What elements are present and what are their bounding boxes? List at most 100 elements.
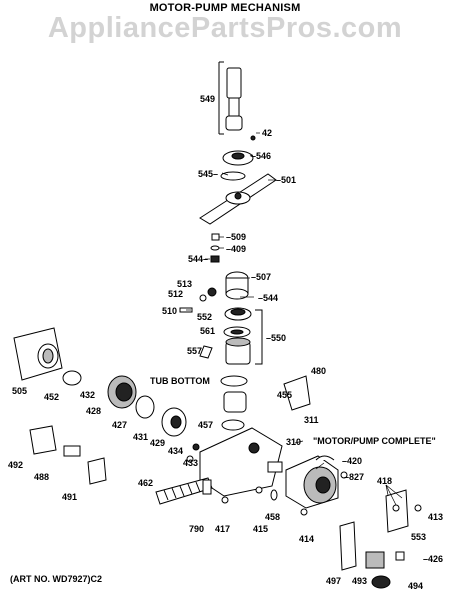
motor — [285, 455, 339, 509]
part-480-cover — [283, 375, 311, 411]
part-497-mount — [339, 521, 357, 571]
part-512-washer — [199, 294, 207, 302]
callout-488: 488 — [34, 472, 50, 482]
callout-455: 455 — [277, 390, 293, 400]
callout-420: –420 — [342, 456, 363, 466]
part-550-filter — [225, 309, 263, 365]
part-507-housing — [225, 271, 249, 300]
motor-pump-body — [199, 427, 283, 497]
callout-310: 310 — [286, 437, 302, 447]
part-494-capacitor — [371, 575, 391, 589]
part-513-gear — [207, 287, 217, 297]
callout-553: 553 — [411, 532, 427, 542]
callout-546: –546 — [251, 151, 272, 161]
part-427-ring — [135, 395, 155, 419]
part-426-clip — [395, 551, 405, 561]
callout-431: 431 — [133, 432, 149, 442]
callout-417: 417 — [215, 524, 231, 534]
part-488-switch — [63, 445, 81, 457]
part-42-screw — [250, 135, 256, 141]
callout-452: 452 — [44, 392, 60, 402]
callout-505: 505 — [12, 386, 28, 396]
part-546-bearing — [222, 150, 254, 166]
callout-494: 494 — [408, 581, 424, 591]
callout-434: 434 — [168, 446, 184, 456]
part-557-clip — [199, 345, 213, 359]
callout-827: –827 — [344, 472, 365, 482]
part-505-housing — [13, 327, 63, 381]
callout-552: 552 — [197, 312, 213, 322]
part-501-spray-arm — [199, 173, 277, 225]
callout-418: 418 — [377, 476, 393, 486]
callout-493: 493 — [352, 576, 368, 586]
part-458-gasket — [270, 489, 278, 501]
part-428-coil — [107, 375, 137, 409]
part-413-screw — [414, 504, 422, 512]
callout-550: –550 — [266, 333, 287, 343]
part-544-nut — [210, 255, 220, 263]
part-509-screw — [211, 233, 220, 241]
part-491-bracket — [87, 457, 107, 485]
part-457-seal — [221, 419, 245, 431]
callout-427: 427 — [112, 420, 128, 430]
callout-433: 433 — [183, 458, 199, 468]
callout-549: 549 — [200, 94, 216, 104]
callout-513: 513 — [177, 279, 193, 289]
callout-557: 557 — [187, 346, 203, 356]
callout-432: 432 — [80, 390, 96, 400]
part-434-screw — [192, 443, 200, 451]
part-561-seal — [223, 326, 251, 338]
callout-544-lower: –544 — [258, 293, 279, 303]
callout-501: –501 — [276, 175, 297, 185]
diagram-title: MOTOR-PUMP MECHANISM — [149, 2, 301, 14]
part-549-tube — [218, 61, 243, 135]
part-452-clamp — [62, 370, 82, 386]
callout-561: 561 — [200, 326, 216, 336]
callout-480: 480 — [311, 366, 327, 376]
part-552-impeller — [224, 307, 252, 321]
art-number: (ART NO. WD7927)C2 — [10, 574, 103, 584]
tub-bottom-gasket — [220, 375, 248, 387]
callout-544-upper: 544– — [188, 254, 209, 264]
part-462-spring — [155, 477, 213, 505]
part-492-bracket — [29, 425, 57, 455]
part-420-wire — [315, 455, 335, 461]
callout-428: 428 — [86, 406, 102, 416]
callout-457: 457 — [198, 420, 214, 430]
callout-462: 462 — [138, 478, 154, 488]
callout-415: 415 — [253, 524, 269, 534]
callout-507: –507 — [251, 272, 272, 282]
tub-bottom-label: TUB BOTTOM — [150, 376, 210, 386]
callout-497: 497 — [326, 576, 342, 586]
part-455-sleeve — [223, 391, 247, 413]
part-417-screw — [221, 496, 229, 504]
part-418-bracket — [385, 489, 409, 533]
leader-lines — [186, 132, 403, 506]
callout-790: 790 — [189, 524, 205, 534]
callout-512: 512 — [168, 289, 184, 299]
part-415-washer — [255, 486, 263, 494]
callout-509: –509 — [226, 232, 247, 242]
callout-458: 458 — [265, 512, 281, 522]
part-409-washer — [210, 245, 220, 251]
callout-510: 510 — [162, 306, 178, 316]
callout-429: 429 — [150, 438, 166, 448]
callout-311: 311 — [304, 415, 319, 425]
motor-pump-complete-label: "MOTOR/PUMP COMPLETE" — [313, 436, 436, 446]
callout-426: –426 — [423, 554, 444, 564]
part-827-screw — [340, 471, 348, 479]
part-433-washer — [186, 455, 194, 463]
part-545-ring — [220, 171, 246, 181]
callout-42: 42 — [262, 128, 273, 138]
part-790-spring — [202, 479, 212, 495]
callout-491: 491 — [62, 492, 78, 502]
part-429-impeller — [161, 407, 187, 437]
callout-545: 545– — [198, 169, 219, 179]
part-414-screw — [300, 508, 308, 516]
callout-409: –409 — [226, 244, 247, 254]
callout-492: 492 — [8, 460, 24, 470]
callout-413: 413 — [428, 512, 444, 522]
callout-414: 414 — [299, 534, 315, 544]
part-493-relay — [365, 551, 385, 569]
